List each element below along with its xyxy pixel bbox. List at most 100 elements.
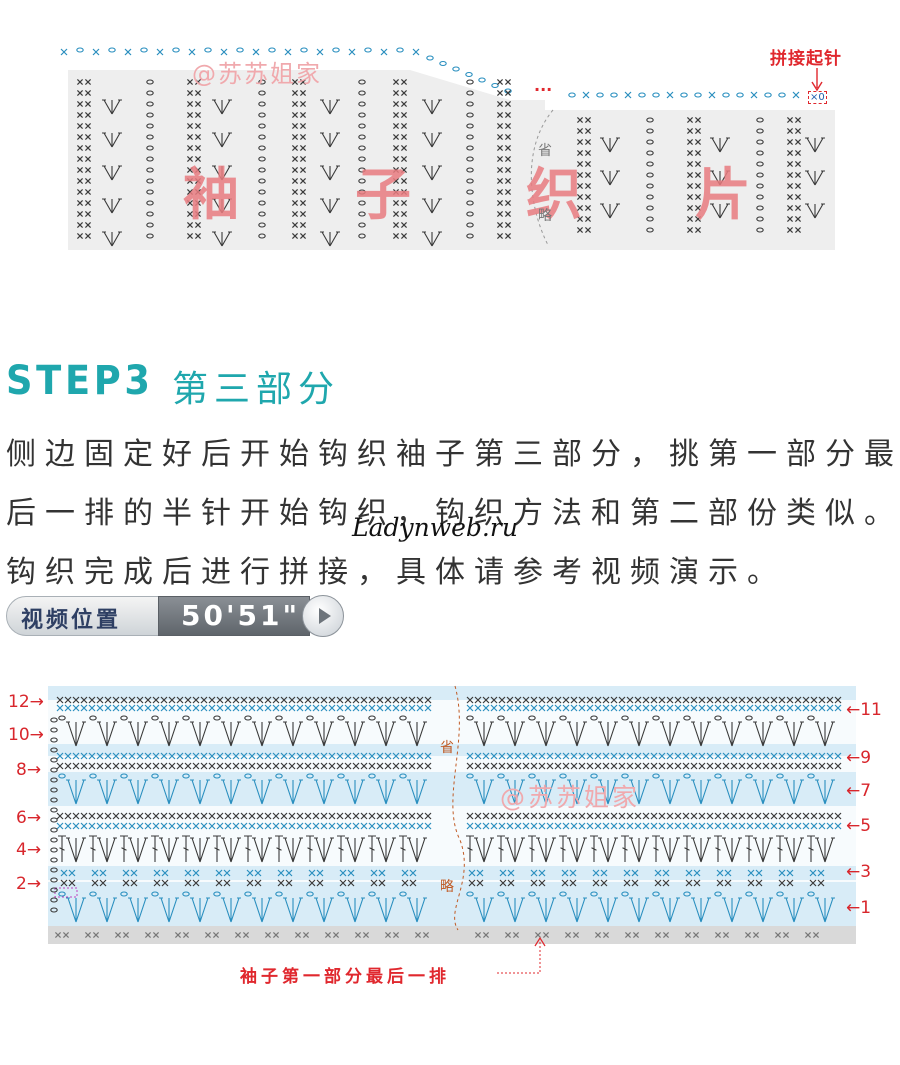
row9-sc <box>786 752 794 760</box>
row4-dc <box>528 835 536 862</box>
row11-sc <box>658 704 666 712</box>
splice-arrow-icon <box>811 68 823 92</box>
top-fan <box>805 170 825 186</box>
row6-sc <box>746 812 754 820</box>
row8-sc <box>64 762 72 770</box>
left-edge-chain <box>50 737 58 743</box>
row5-sc <box>240 822 248 830</box>
row11-sc <box>296 704 304 712</box>
top-sc <box>186 111 194 119</box>
top-sc <box>84 166 92 174</box>
top-slope-chain <box>452 66 460 72</box>
play-button[interactable] <box>302 595 344 637</box>
top-fan <box>320 99 340 115</box>
top-edge-chain <box>332 47 340 53</box>
row12-sc <box>530 696 538 704</box>
row7-fan <box>691 779 711 805</box>
row6-sc <box>794 812 802 820</box>
top-chain <box>258 178 266 184</box>
watermark-top: @苏苏姐家 <box>192 60 322 88</box>
top-sc <box>291 221 299 229</box>
row9-sc <box>256 752 264 760</box>
row6-sc <box>416 812 424 820</box>
row12-sc <box>666 696 674 704</box>
row12-sc <box>88 696 96 704</box>
row6-sc <box>490 812 498 820</box>
row7-chain <box>652 773 660 779</box>
row8-sc <box>634 762 642 770</box>
top-edge-x <box>412 48 420 56</box>
row11-sc <box>482 704 490 712</box>
top-sc <box>186 232 194 240</box>
row7-chain <box>275 773 283 779</box>
row6-sc <box>650 812 658 820</box>
row1-chain <box>120 891 128 897</box>
row4-fan <box>567 837 587 863</box>
part1-sc <box>632 931 640 939</box>
row9-sc <box>192 752 200 760</box>
row1-chain <box>213 891 221 897</box>
top-chain <box>358 112 366 118</box>
row8-sc <box>264 762 272 770</box>
row11-sc <box>96 704 104 712</box>
row2-sc <box>600 879 608 887</box>
row12-sc <box>642 696 650 704</box>
row2-sc <box>747 879 755 887</box>
top-edge-chain <box>364 47 372 53</box>
video-position-badge[interactable]: 视频位置 50'51" <box>6 595 344 637</box>
row9-sc <box>416 752 424 760</box>
row12-sc <box>232 696 240 704</box>
row5-sc <box>392 822 400 830</box>
row8-sc <box>224 762 232 770</box>
row12-sc <box>216 696 224 704</box>
row6-sc <box>770 812 778 820</box>
row3-sc <box>569 869 577 877</box>
row5-sc <box>400 822 408 830</box>
row5-sc <box>530 822 538 830</box>
row4-fan <box>629 837 649 863</box>
row5-sc <box>200 822 208 830</box>
top-sc <box>84 199 92 207</box>
top-sc <box>194 122 202 130</box>
row10-chain <box>182 715 190 721</box>
left-edge-chain <box>50 777 58 783</box>
top-sc <box>194 210 202 218</box>
row8-sc <box>88 762 96 770</box>
row7-chain <box>497 773 505 779</box>
top-fan <box>320 198 340 214</box>
part1-sc <box>384 931 392 939</box>
top-sc <box>496 210 504 218</box>
top-sc <box>400 100 408 108</box>
row6-sc <box>368 812 376 820</box>
part1-sc <box>212 931 220 939</box>
row11-sc <box>746 704 754 712</box>
top-sc <box>786 204 794 212</box>
row3-sc <box>308 869 316 877</box>
top-sc <box>76 111 84 119</box>
top-chain <box>466 156 474 162</box>
top-chain <box>466 101 474 107</box>
row3-sc <box>184 869 192 877</box>
top-sc <box>686 193 694 201</box>
part1-sc <box>624 931 632 939</box>
row10-fan <box>660 721 680 747</box>
top-chain <box>756 128 764 134</box>
top-sc <box>400 210 408 218</box>
row4-dc <box>368 835 376 862</box>
row7-chain <box>89 773 97 779</box>
top-edge-x <box>252 48 260 56</box>
left-edge-chain <box>50 727 58 733</box>
row8-sc <box>176 762 184 770</box>
row7-chain <box>714 773 722 779</box>
row6-sc <box>690 812 698 820</box>
row11-sc <box>474 704 482 712</box>
top-edge-x <box>708 91 716 99</box>
row8-sc <box>746 762 754 770</box>
top-edge-chain <box>652 92 660 98</box>
top-fan <box>600 137 620 153</box>
top-chain <box>646 183 654 189</box>
top-sc <box>299 232 307 240</box>
row10-chain <box>466 715 474 721</box>
row5-sc <box>104 822 112 830</box>
row1-chain <box>306 891 314 897</box>
